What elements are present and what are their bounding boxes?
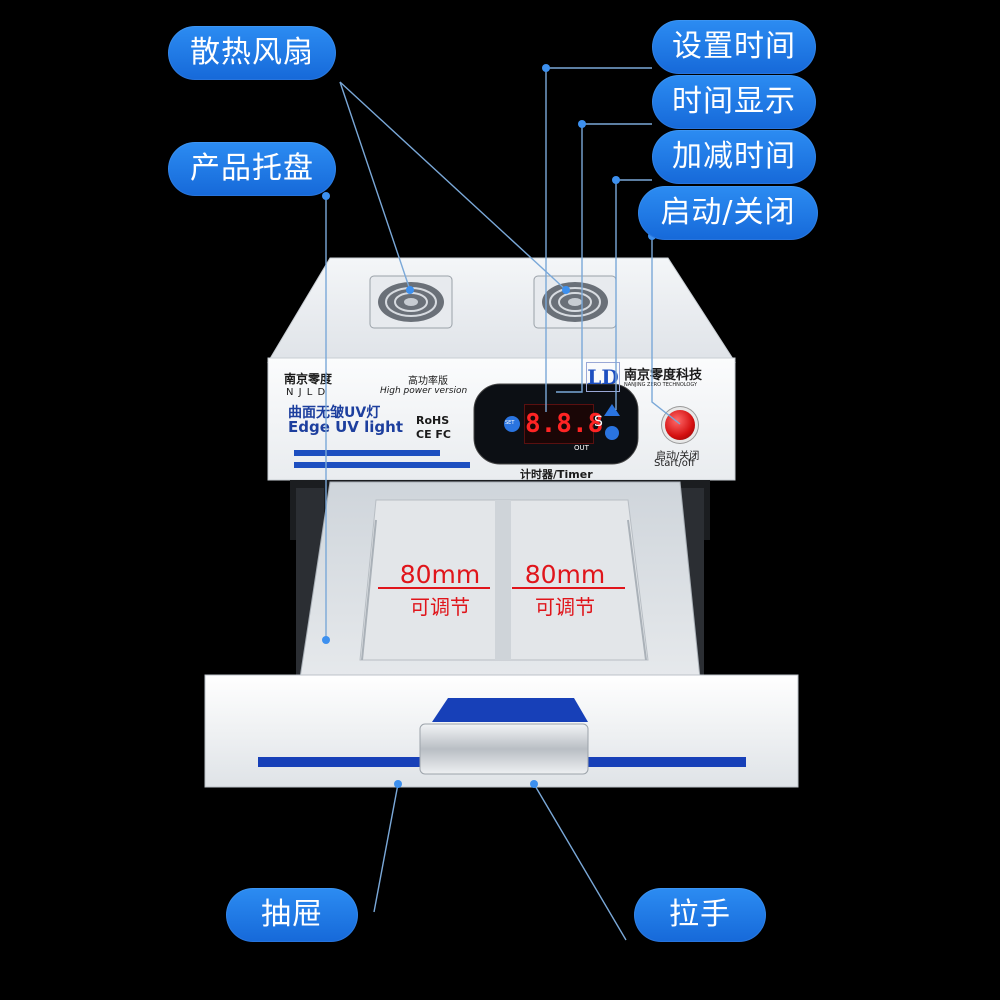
- tray-size-right: 80mm 可调节: [515, 560, 615, 620]
- cooling-fan-left: [369, 275, 453, 329]
- company-logo: LD: [586, 362, 620, 392]
- power-button[interactable]: [665, 410, 695, 440]
- time-display-digits: 8.8.8: [524, 404, 603, 444]
- timer-label: 计时器/Timer: [520, 468, 593, 481]
- callout-handle: 拉手: [634, 888, 766, 942]
- time-display-unit: S: [594, 414, 603, 430]
- company-name-en: NANJING ZERO TECHNOLOGY: [624, 382, 698, 388]
- tray-size-left-note: 可调节: [410, 595, 470, 619]
- rohs-mark: RoHS: [416, 414, 450, 427]
- front-stripe-top: [294, 450, 440, 456]
- callout-time-display: 时间显示: [652, 75, 816, 129]
- callout-adjust-time: 加减时间: [652, 130, 816, 184]
- tray-size-left: 80mm 可调节: [390, 560, 490, 620]
- callout-drawer: 抽屉: [226, 888, 358, 942]
- power-label-en: Start/off: [654, 458, 695, 469]
- callout-fan: 散热风扇: [168, 26, 336, 80]
- version-cn: 高功率版: [408, 376, 448, 387]
- set-button[interactable]: [504, 416, 520, 432]
- tray-size-right-value: 80mm: [524, 560, 606, 589]
- ce-fc-mark: CE FC: [416, 428, 452, 441]
- handle-stripe: [432, 698, 588, 722]
- callout-set-time: 设置时间: [652, 20, 816, 74]
- front-stripe-bottom: [294, 462, 470, 468]
- power-label-cn: 启动/关闭: [656, 451, 700, 462]
- company-name-cn: 南京零度科技: [624, 368, 703, 383]
- up-arrow-button[interactable]: [604, 404, 620, 416]
- product-name-en: Edge UV light: [288, 418, 403, 436]
- tray-size-left-value: 80mm: [399, 560, 481, 589]
- tray-size-right-note: 可调节: [535, 595, 595, 619]
- version-en: High power version: [380, 386, 468, 396]
- drawer-handle: [419, 723, 589, 775]
- callout-start-stop: 启动/关闭: [638, 186, 818, 240]
- callout-tray: 产品托盘: [168, 142, 336, 196]
- brand-cn: 南京零度: [284, 372, 333, 386]
- product-name-cn: 曲面无皱UV灯: [288, 405, 381, 421]
- time-display-out: OUT: [574, 444, 589, 452]
- brand-en: N J L D: [286, 387, 327, 398]
- set-button-label: SET: [505, 420, 515, 426]
- tray-divider: [495, 500, 511, 660]
- down-arrow-button[interactable]: [605, 426, 619, 440]
